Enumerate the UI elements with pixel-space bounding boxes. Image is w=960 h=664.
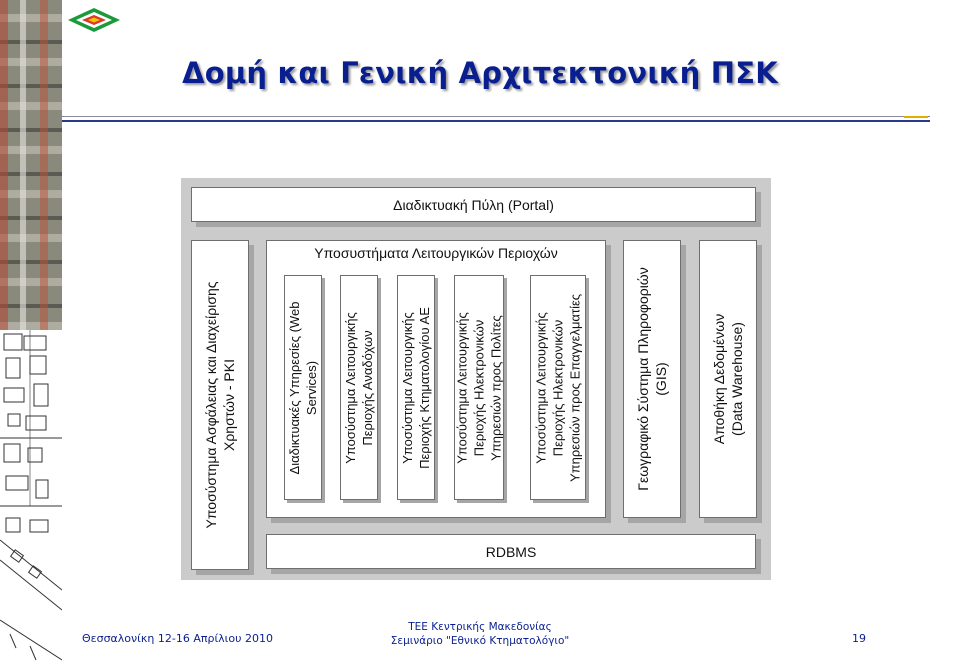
ktimatologio-subsystem-box: Υποσύστημα Λειτουργικής Περιοχής Κτηματο…: [397, 275, 435, 500]
security-line-2: Χρηστών - PKI: [221, 359, 237, 451]
contractors-subsystem-label: Υποσύστημα Λειτουργικής Περιοχής Αναδόχω…: [342, 279, 376, 497]
citizens-eservices-subsystem-box: Υποσύστημα Λειτουργικής Περιοχής Ηλεκτρο…: [454, 275, 504, 500]
aerial-photo-image: [0, 0, 62, 330]
gis-label: Γεωγραφικό Σύστημα Πληροφοριών (GIS): [634, 246, 670, 512]
gis-box: Γεωγραφικό Σύστημα Πληροφοριών (GIS): [623, 240, 681, 518]
portal-label: Διαδικτυακή Πύλη (Portal): [393, 196, 554, 213]
gis-line-1: Γεωγραφικό Σύστημα Πληροφοριών: [635, 267, 651, 491]
security-subsystem-box: Υποσύστημα Ασφάλειας και Διαχείρισης Χρη…: [191, 240, 249, 570]
footer-organizer: ΤΕΕ Κεντρικής Μακεδονίας: [408, 621, 552, 633]
footer-event: ΤΕΕ Κεντρικής Μακεδονίας Σεμινάριο "Εθνι…: [360, 620, 600, 648]
decorative-map-strip: [0, 0, 62, 664]
footer-seminar: Σεμινάριο "Εθνικό Κτηματολόγιο": [390, 635, 570, 647]
page-number: 19: [852, 632, 866, 645]
functional-subsystems-title: Υποσυστήματα Λειτουργικών Περιοχών: [314, 245, 558, 261]
web-services-label: Διαδικτυακές Υπηρεσίες (Web Services): [286, 279, 320, 497]
professionals-line-3: Υπηρεσιών προς Επαγγελματίες: [567, 293, 583, 482]
data-warehouse-box: Αποθήκη Δεδομένων (Data Warehouse): [699, 240, 757, 518]
ktimatologio-subsystem-label: Υποσύστημα Λειτουργικής Περιοχής Κτηματο…: [399, 279, 433, 497]
cadastral-map-image: [0, 330, 62, 664]
title-rule-accent: [904, 116, 928, 118]
citizens-line-1: Υποσύστημα Λειτουργικής: [454, 311, 470, 464]
gis-line-2: (GIS): [653, 362, 669, 396]
professionals-line-2: Περιοχής Ηλεκτρονικών: [550, 319, 566, 456]
portal-box: Διαδικτυακή Πύλη (Portal): [191, 187, 756, 222]
title-rule-thin: [62, 116, 930, 117]
citizens-line-2: Περιοχής Ηλεκτρονικών: [471, 319, 487, 456]
page-title: Δομή και Γενική Αρχιτεκτονική ΠΣΚ: [182, 56, 778, 90]
web-services-box: Διαδικτυακές Υπηρεσίες (Web Services): [284, 275, 322, 500]
citizens-line-3: Υπηρεσιών προς Πολίτες: [488, 314, 504, 461]
title-rule-thick: [62, 120, 930, 122]
data-warehouse-label: Αποθήκη Δεδομένων (Data Warehouse): [710, 246, 746, 512]
data-warehouse-line-1: Αποθήκη Δεδομένων: [711, 313, 727, 445]
ktimatologio-line-2: Περιοχής Κτηματολογίου ΑΕ: [417, 306, 432, 469]
citizens-eservices-subsystem-label: Υποσύστημα Λειτουργικής Περιοχής Ηλεκτρο…: [454, 279, 505, 497]
ktimatologio-line-1: Υποσύστημα Λειτουργικής: [400, 311, 415, 464]
web-services-line-1: Διαδικτυακές Υπηρεσίες (Web: [287, 301, 302, 474]
professionals-eservices-subsystem-label: Υποσύστημα Λειτουργικής Περιοχής Ηλεκτρο…: [533, 279, 584, 497]
professionals-eservices-subsystem-box: Υποσύστημα Λειτουργικής Περιοχής Ηλεκτρο…: [530, 275, 586, 500]
contractors-subsystem-box: Υποσύστημα Λειτουργικής Περιοχής Αναδόχω…: [340, 275, 378, 500]
web-services-line-2: Services): [304, 360, 319, 415]
contractors-line-2: Περιοχής Αναδόχων: [360, 329, 375, 446]
architecture-diagram: Διαδικτυακή Πύλη (Portal) Υποσύστημα Ασφ…: [181, 178, 771, 580]
rdbms-label: RDBMS: [485, 543, 537, 560]
security-line-1: Υποσύστημα Ασφάλειας και Διαχείρισης: [203, 281, 219, 529]
ktimatologio-logo-icon: [68, 8, 120, 32]
data-warehouse-line-2: (Data Warehouse): [729, 322, 745, 436]
professionals-line-1: Υποσύστημα Λειτουργικής: [533, 311, 549, 464]
rdbms-box: RDBMS: [266, 534, 756, 569]
contractors-line-1: Υποσύστημα Λειτουργικής: [343, 311, 358, 464]
security-subsystem-label: Υποσύστημα Ασφάλειας και Διαχείρισης Χρη…: [202, 246, 238, 564]
functional-subsystems-box: Υποσυστήματα Λειτουργικών Περιοχών Διαδι…: [266, 240, 606, 518]
footer-date-location: Θεσσαλονίκη 12-16 Απρίλιου 2010: [82, 632, 273, 645]
